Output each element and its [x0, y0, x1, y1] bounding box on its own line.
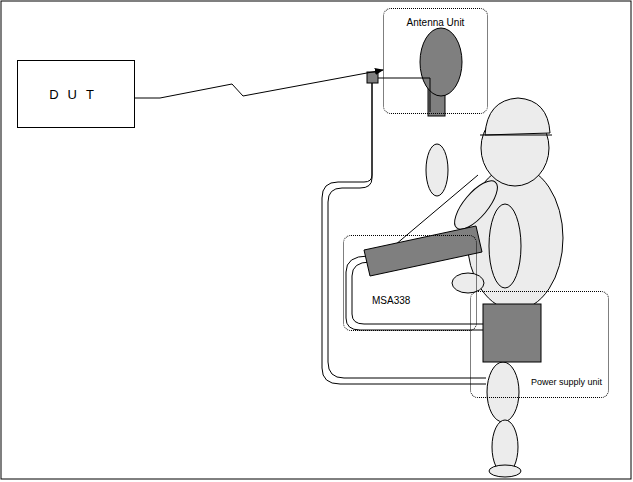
- device-box: DUT: [17, 60, 135, 128]
- helmet: [485, 98, 550, 135]
- feed-wire: [430, 78, 431, 112]
- region-label: Power supply unit: [531, 377, 602, 387]
- antenna-feed: [367, 72, 378, 83]
- leg: [487, 362, 519, 422]
- power-supply-region: Power supply unit: [470, 291, 609, 398]
- instrument: [364, 226, 482, 276]
- cable: [346, 256, 486, 330]
- cable: [328, 83, 486, 378]
- forearm: [426, 144, 448, 196]
- feed-wire: [376, 78, 430, 79]
- antenna-unit-region: Antenna Unit: [383, 8, 488, 114]
- region-label: MSA338: [372, 295, 410, 306]
- antenna-dish: [420, 28, 462, 96]
- power-supply: [483, 304, 541, 362]
- region-label: Antenna Unit: [407, 17, 465, 28]
- helmet-brim: [480, 135, 552, 136]
- arm: [489, 204, 521, 288]
- cable: [322, 83, 486, 384]
- hand: [452, 273, 484, 293]
- radio-link-arrow: [135, 70, 383, 98]
- foot: [489, 465, 521, 477]
- msa338-region: MSA338: [343, 235, 477, 331]
- box-label: DUT: [49, 87, 103, 102]
